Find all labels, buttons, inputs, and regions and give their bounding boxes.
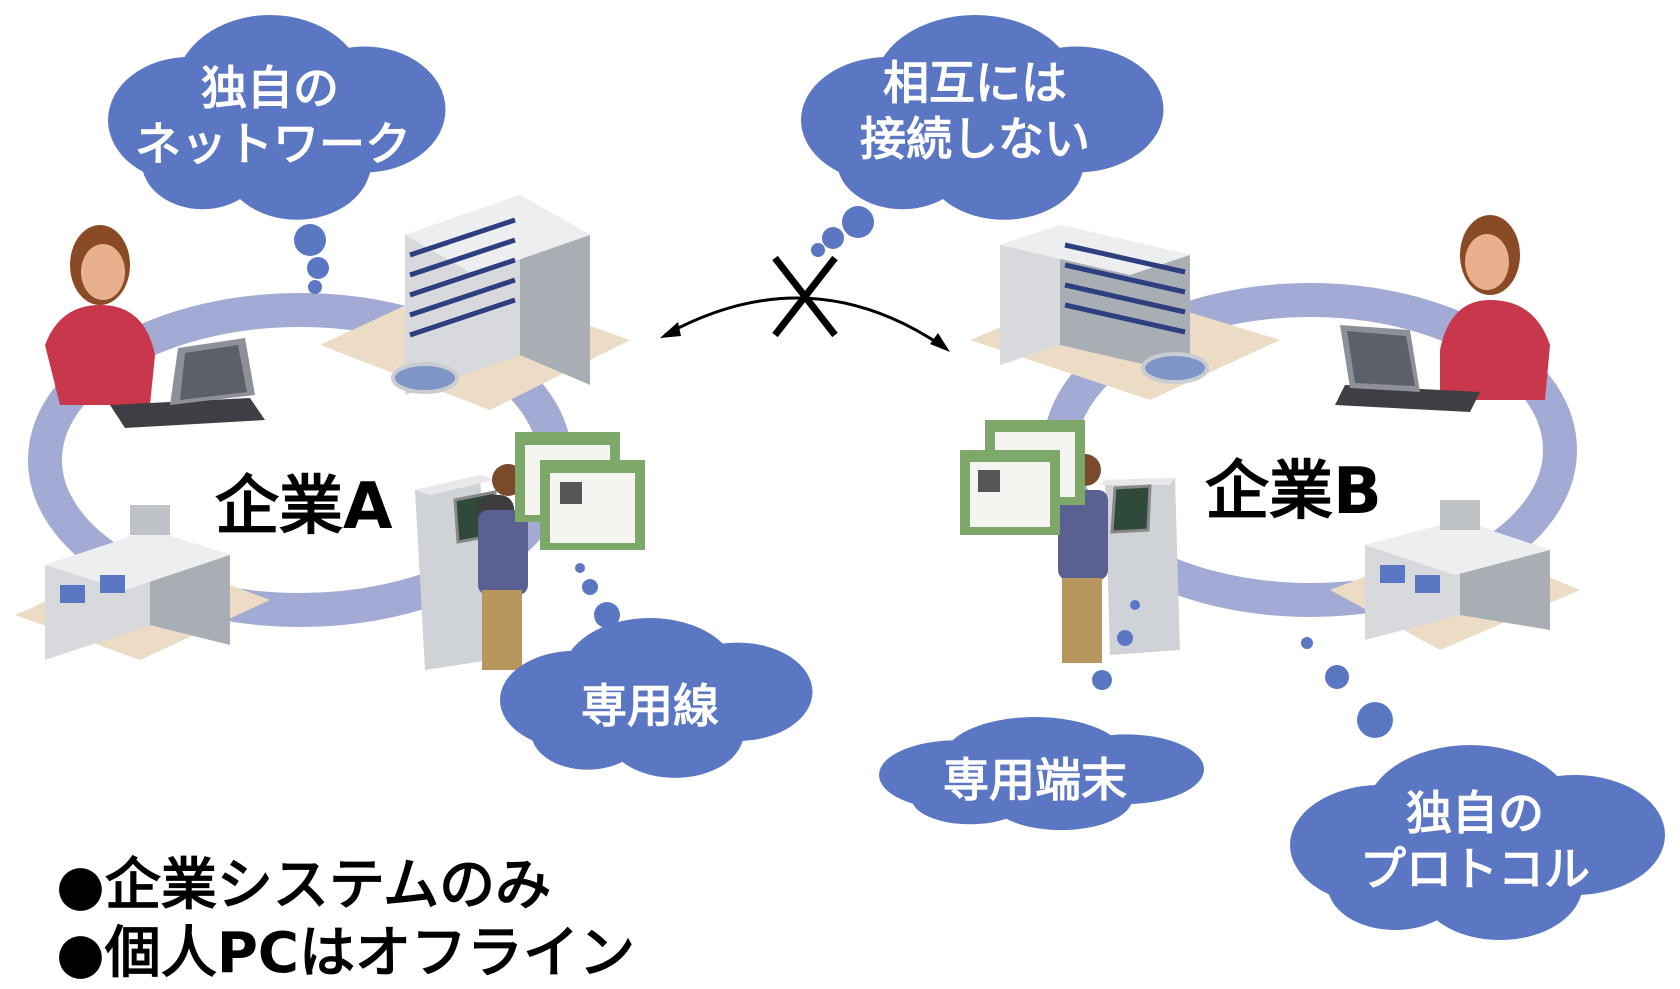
cloud-network-text: 独自の ネットワーク [135,60,411,172]
bullet-enterprise-only: ●企業システムのみ [56,853,552,918]
cross-mark-icon [772,255,838,338]
cloud-protocol [1290,637,1665,940]
screen-card-a [515,432,645,550]
office-building-b [970,225,1280,400]
company-a-label: 企業A [215,470,393,544]
person-with-laptop-a [45,225,265,428]
office-building-a [320,195,630,410]
cloud-no-connect [801,15,1164,257]
cloud-protocol-text: 独自の プロトコル [1340,785,1610,897]
bullet-personal-pc-offline: ●個人PCはオフライン [56,921,636,986]
cloud-dedicated-terminal-text: 専用端末 [943,753,1127,807]
cloud-network [108,15,446,294]
screen-card-b [960,420,1085,535]
cloud-no-connect-line1: 相互には [883,56,1067,110]
terminal-kiosk-a [415,464,528,670]
shop-building-b [1330,500,1580,650]
cloud-protocol-line2: プロトコル [1360,842,1590,897]
cloud-network-line2: ネットワーク [135,117,411,172]
person-with-laptop-b [1335,215,1550,412]
cloud-dedicated-line-text: 専用線 [581,679,719,733]
cloud-protocol-line1: 独自の [1406,786,1544,840]
cloud-network-line1: 独自の [201,61,339,115]
company-b-label: 企業B [1205,455,1382,529]
cloud-no-connect-line2: 接続しない [860,112,1090,167]
arrowhead-right [930,333,950,352]
cloud-no-connect-text: 相互には 接続しない [830,55,1120,167]
shop-building-a [15,505,270,660]
no-connection-arrows [664,296,946,350]
cloud-dedicated-line [500,563,813,778]
arrowhead-left [660,322,681,338]
terminal-kiosk-b [1058,454,1180,663]
cloud-dedicated-terminal [879,600,1204,831]
